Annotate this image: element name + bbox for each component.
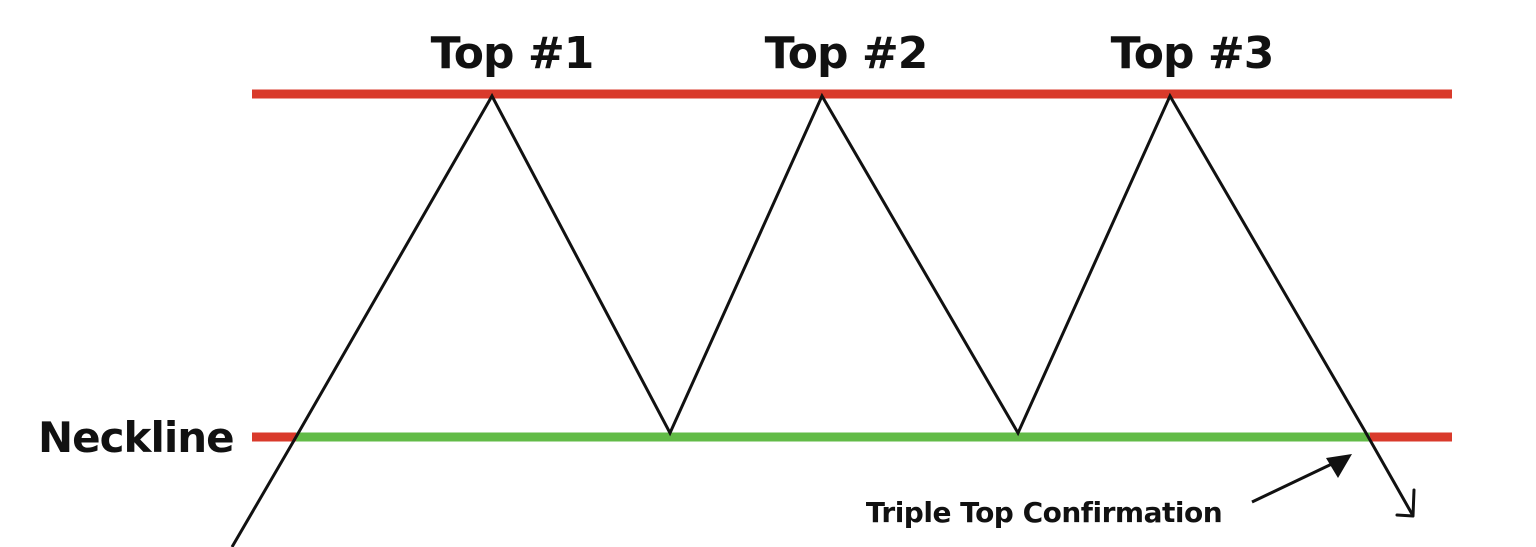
- confirmation-arrow-shaft: [1251, 460, 1337, 504]
- top-3-label: Top #3: [1111, 28, 1274, 79]
- top-1-label: Top #1: [431, 28, 594, 79]
- confirmation-label: Triple Top Confirmation: [866, 496, 1222, 529]
- price-path: [230, 92, 1414, 547]
- neckline-label: Neckline: [38, 413, 234, 462]
- breakdown-arrow-head: [1395, 488, 1416, 518]
- confirmation-arrow-head: [1326, 454, 1352, 478]
- top-2-label: Top #2: [765, 28, 928, 79]
